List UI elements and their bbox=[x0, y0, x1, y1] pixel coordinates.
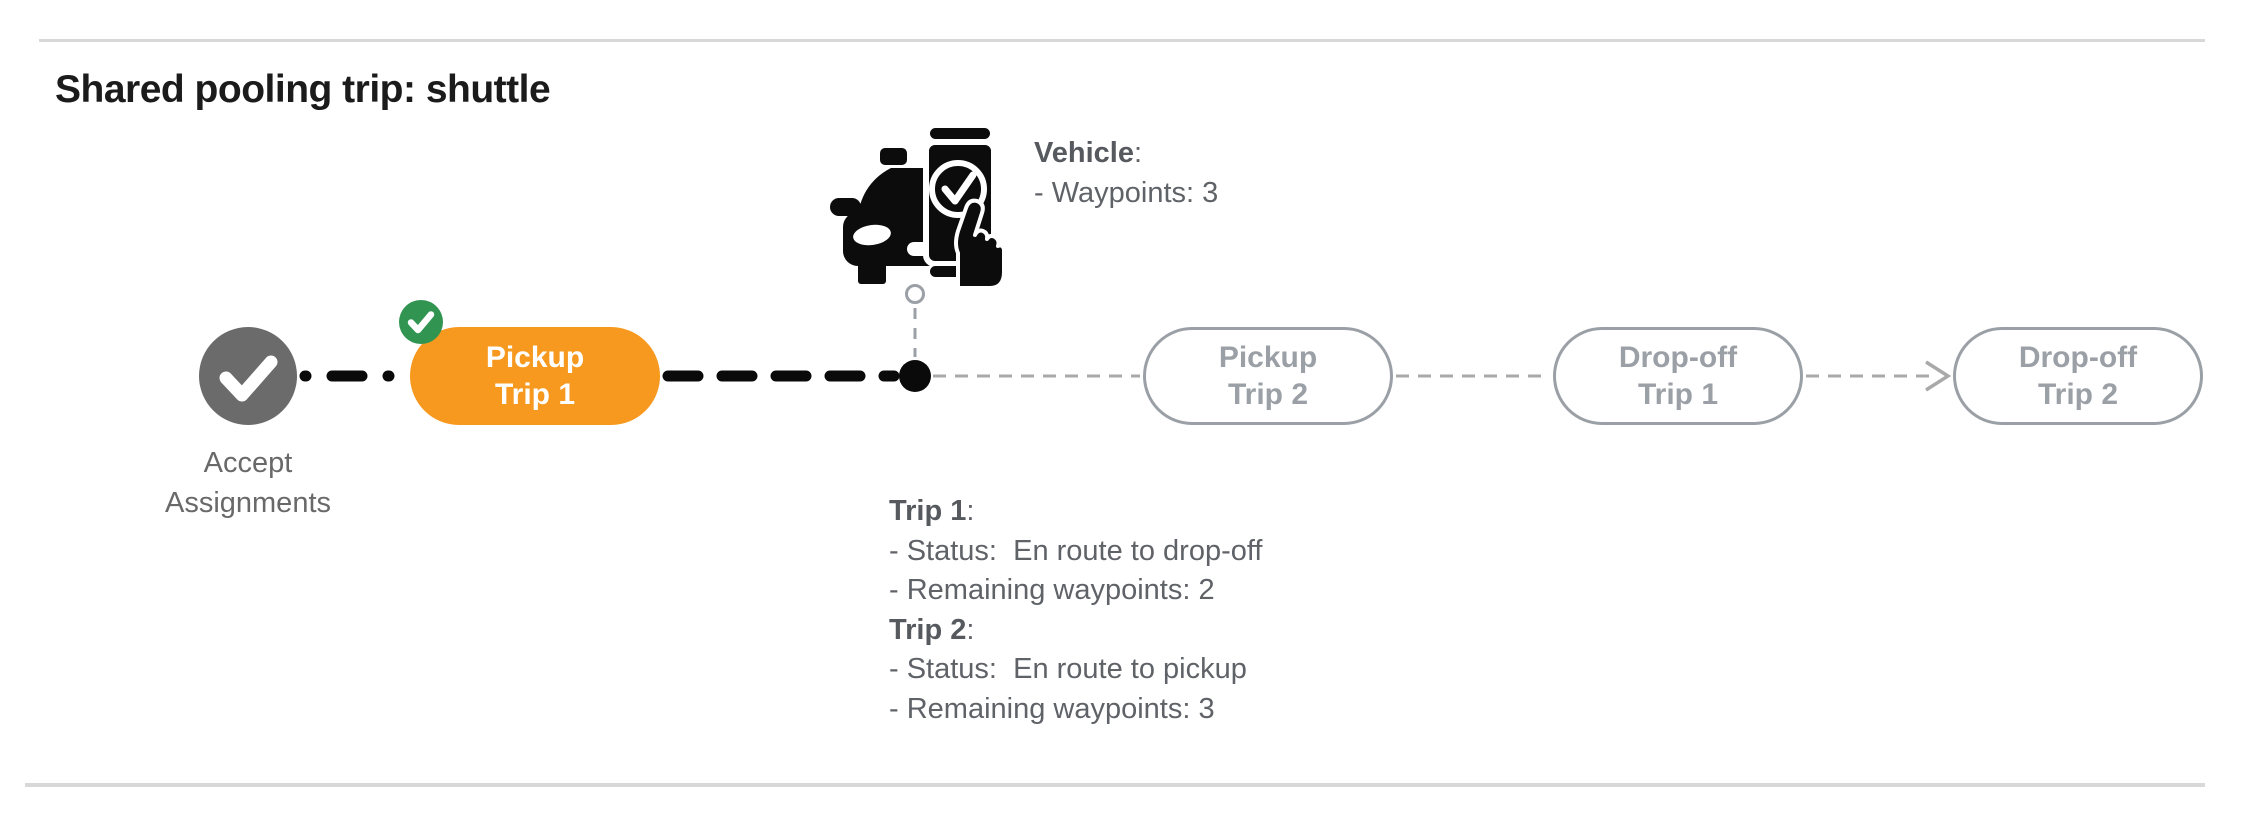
page-title: Shared pooling trip: shuttle bbox=[55, 68, 551, 111]
trip2-colon: : bbox=[966, 613, 975, 646]
trip2-status-line: - Status: En route to pickup bbox=[889, 653, 1247, 685]
accept-label-line2: Assignments bbox=[164, 487, 331, 519]
waypoint-dropoff-trip-1: Drop-off Trip 1 bbox=[1553, 327, 1803, 425]
accept-label-line1: Accept bbox=[203, 447, 293, 479]
waypoint-label-line1: Drop-off bbox=[1618, 341, 1738, 374]
arrowhead-icon bbox=[1925, 360, 1952, 392]
check-circle-icon bbox=[219, 355, 278, 402]
check-badge-icon bbox=[407, 311, 435, 334]
trip1-remaining-line: - Remaining waypoints: 2 bbox=[889, 574, 1215, 606]
waypoint-pickup-trip-1: Pickup Trip 1 bbox=[410, 327, 660, 425]
waypoint-label-line1: Drop-off bbox=[2018, 341, 2138, 374]
trip2-heading: Trip 2: bbox=[889, 611, 1262, 651]
waypoint-pickup-trip-2: Pickup Trip 2 bbox=[1143, 327, 1393, 425]
trip1-label: Trip 1 bbox=[889, 495, 967, 527]
trip2-label: Trip 2 bbox=[889, 613, 967, 646]
accept-assignments-node bbox=[199, 327, 297, 425]
accept-assignments-label: Accept Assignments bbox=[98, 443, 398, 523]
waypoint-label-line1: Pickup bbox=[485, 341, 585, 374]
vehicle-info-colon: : bbox=[1133, 137, 1143, 169]
vehicle-position-dot bbox=[899, 360, 931, 392]
waypoint-label-line2: Trip 2 bbox=[2037, 378, 2119, 411]
trip1-status-line: - Status: En route to drop-off bbox=[889, 534, 1263, 567]
top-divider bbox=[39, 39, 2205, 42]
trip2-remaining-line: - Remaining waypoints: 3 bbox=[889, 692, 1215, 725]
vehicle-phone-check-icon bbox=[830, 128, 1003, 288]
trip1-heading: Trip 1: bbox=[889, 492, 1262, 532]
vehicle-info-heading: Vehicle: bbox=[1034, 133, 1218, 173]
waypoint-dropoff-trip-2: Drop-off Trip 2 bbox=[1953, 327, 2203, 425]
vehicle-info-label: Vehicle bbox=[1034, 137, 1134, 169]
waypoint-label-line1: Pickup bbox=[1218, 341, 1318, 374]
waypoint-label-line2: Trip 2 bbox=[1227, 378, 1309, 411]
vehicle-marker-anchor bbox=[905, 284, 925, 304]
trip-info: Trip 1: - Status: En route to drop-off -… bbox=[889, 492, 1262, 729]
waypoint-label-line2: Trip 1 bbox=[494, 378, 576, 411]
trip1-colon: : bbox=[966, 495, 975, 527]
vehicle-waypoints-line: - Waypoints: 3 bbox=[1034, 177, 1219, 209]
bottom-divider bbox=[25, 783, 2205, 787]
completed-badge bbox=[399, 300, 443, 344]
waypoint-label-line2: Trip 1 bbox=[1637, 378, 1719, 411]
vehicle-info: Vehicle: - Waypoints: 3 bbox=[1034, 133, 1218, 213]
